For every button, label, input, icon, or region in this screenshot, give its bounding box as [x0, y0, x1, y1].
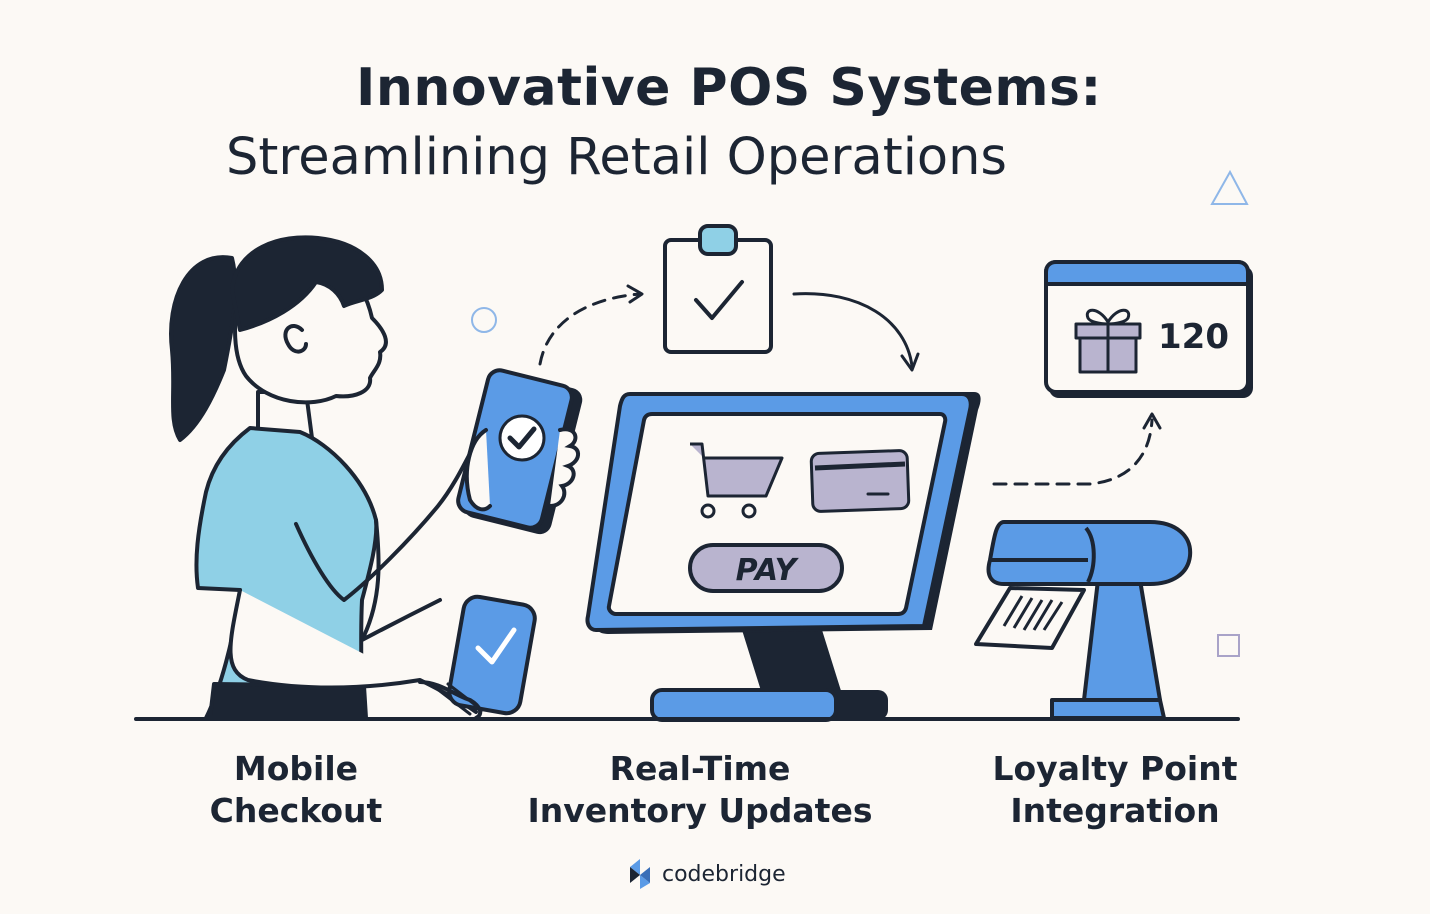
- brand-name: codebridge: [662, 861, 786, 887]
- feature-label-line: Real-Time: [609, 749, 791, 788]
- arrow-clipboard-to-terminal: [792, 292, 914, 368]
- dashed-arrow-scanner-to-loyalty: [992, 418, 1154, 486]
- feature-label-line: Integration: [1010, 791, 1220, 830]
- arrow-head: [1142, 412, 1162, 430]
- feature-label-inventory-updates: Real-Time Inventory Updates: [500, 748, 900, 832]
- feature-label-line: Inventory Updates: [527, 791, 873, 830]
- flow-arrows: [538, 284, 1162, 486]
- arrow-head: [900, 352, 920, 372]
- title-subheading: Streamlining Retail Operations: [226, 128, 1007, 187]
- feature-label-line: Checkout: [209, 791, 383, 830]
- dashed-arrow-phone-to-clipboard: [538, 292, 642, 366]
- check-icon: [694, 280, 744, 320]
- pay-button-label: PAY: [736, 553, 800, 588]
- brand-logo: codebridge: [626, 856, 786, 892]
- feature-label-line: Loyalty Point: [992, 749, 1238, 788]
- loyalty-points-window: 120: [1044, 260, 1253, 398]
- clipboard-icon: [663, 224, 773, 354]
- woman-figure: [169, 235, 492, 720]
- barcode-scanner: [974, 520, 1193, 720]
- arrow-head: [626, 284, 644, 304]
- square-decoration: [1217, 634, 1240, 657]
- feature-label-line: Mobile: [233, 749, 359, 788]
- shopping-cart-icon: [690, 442, 784, 519]
- smartphone: [456, 368, 583, 535]
- feature-label-loyalty-integration: Loyalty Point Integration: [960, 748, 1270, 832]
- loyalty-points-value: 120: [1158, 317, 1229, 357]
- check-icon: [498, 414, 546, 462]
- pay-button: [688, 543, 844, 593]
- check-icon: [475, 627, 517, 665]
- codebridge-logo-icon: [630, 859, 650, 889]
- feature-label-mobile-checkout: Mobile Checkout: [176, 748, 416, 832]
- card-reader-device: [418, 594, 537, 720]
- pos-terminal: PAY: [585, 392, 981, 722]
- gift-icon: [1074, 308, 1142, 374]
- triangle-decoration: [1210, 169, 1249, 205]
- credit-card-icon: [809, 449, 911, 513]
- circle-decoration: [471, 307, 497, 333]
- title-heading: Innovative POS Systems:: [356, 58, 1102, 118]
